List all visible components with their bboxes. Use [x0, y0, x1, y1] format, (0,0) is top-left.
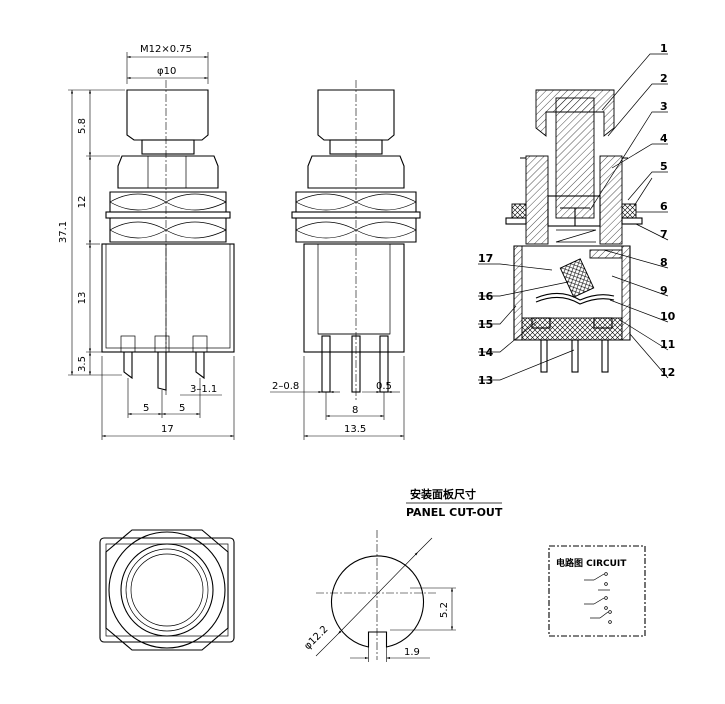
circuit-title: 电路图 CIRCUIT	[556, 557, 627, 569]
section-view: 1 2 3 4 5 6 7 8 9 10 11 12 13 14 15 16 1…	[478, 42, 676, 387]
part-label-10: 10	[660, 310, 676, 323]
part-label-15: 15	[478, 318, 493, 331]
part-label-2: 2	[660, 72, 668, 85]
part-label-9: 9	[660, 284, 668, 297]
bottom-view	[99, 529, 235, 651]
part-label-13: 13	[478, 374, 493, 387]
part-label-6: 6	[660, 200, 668, 213]
cutout-key-width-dim: 1.9	[404, 647, 420, 658]
pitch-right-dim: 5	[179, 403, 185, 414]
pin-span-dim: 8	[352, 405, 358, 416]
pin-width-dim: 3–1.1	[190, 384, 217, 395]
part-label-4: 4	[660, 132, 668, 145]
pin-height-dim: 3.5	[77, 356, 88, 372]
width-dim: 17	[161, 424, 174, 435]
part-label-5: 5	[660, 160, 668, 173]
pin-thickness-dim: 2–0.8	[272, 381, 299, 392]
total-height-dim: 37.1	[58, 221, 69, 243]
part-label-1: 1	[660, 42, 668, 55]
part-label-17: 17	[478, 252, 493, 265]
front-view: M12×0.75 φ10 5.8 12 13 3.5 37.1 5 5 3–1.…	[58, 44, 235, 440]
pitch-left-dim: 5	[143, 403, 149, 414]
cutout-diameter-dim: φ12.2	[302, 624, 330, 652]
cap-height-dim: 5.8	[77, 118, 88, 134]
side-width-dim: 13.5	[344, 424, 366, 435]
part-label-16: 16	[478, 290, 494, 303]
diameter-dim: φ10	[157, 66, 176, 77]
panel-cutout: 安装面板尺寸 PANEL CUT-OUT φ12.2 5.2 1.9	[302, 487, 503, 662]
part-label-8: 8	[660, 256, 668, 269]
side-view: 2–0.8 0.5 8 13.5	[270, 80, 421, 440]
cutout-title-en: PANEL CUT-OUT	[406, 506, 503, 519]
part-label-3: 3	[660, 100, 668, 113]
part-label-14: 14	[478, 346, 494, 359]
circuit-diagram: 电路图 CIRCUIT	[548, 545, 646, 637]
nut-height-dim: 12	[77, 196, 88, 209]
cutout-title-cn: 安装面板尺寸	[410, 487, 476, 501]
part-label-12: 12	[660, 366, 675, 379]
thread-dim: M12×0.75	[140, 44, 192, 55]
part-label-11: 11	[660, 338, 675, 351]
body-height-dim: 13	[77, 292, 88, 305]
cutout-height-dim: 5.2	[439, 602, 450, 618]
part-label-7: 7	[660, 228, 668, 241]
pin-offset-dim: 0.5	[376, 381, 392, 392]
